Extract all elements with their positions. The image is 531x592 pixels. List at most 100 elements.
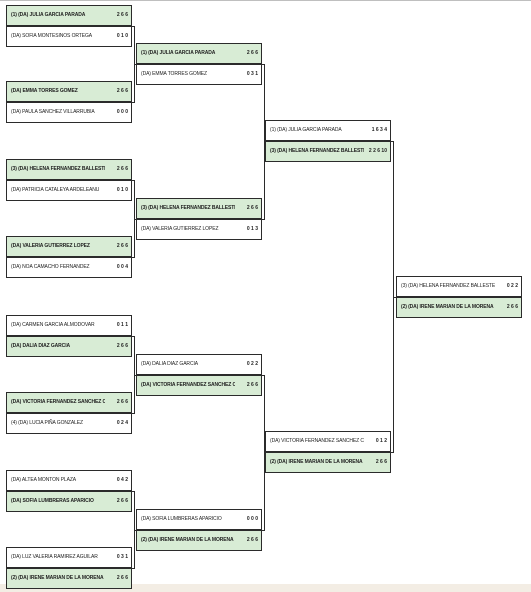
player-score: 0 1 1 — [116, 322, 128, 328]
player-name: (DA) SOFIA LUMBRERAS APARICIO — [141, 516, 222, 522]
player-slot[interactable]: (DA) PATRICIA CATALEYA ARDELEANU 0 1 0 — [6, 180, 132, 201]
player-name: (DA) LUZ VALERIA RAMIREZ AGUILAR — [11, 554, 98, 560]
player-name: (DA) VICTORIA FERNANDEZ SANCHEZ C... — [11, 399, 105, 405]
player-slot[interactable]: (DA) ALTEA MONTON PLAZA 0 4 2 — [6, 470, 132, 491]
player-name: (1) (DA) JULIA GARCIA PARADA — [141, 50, 216, 56]
bracket-connector — [393, 297, 396, 298]
player-score: 2 6 6 — [116, 343, 128, 349]
player-name: (DA) VALERIA GUTIERREZ LOPEZ — [11, 243, 90, 249]
player-score: 1 6 3 4 — [371, 127, 387, 133]
player-name: (2) (DA) IRENE MARIAN DE LA MORENA — [11, 575, 104, 581]
bracket-connector — [264, 452, 265, 453]
bracket-connector — [132, 413, 135, 414]
player-slot[interactable]: (1) (DA) JULIA GARCIA PARADA 1 6 3 4 — [265, 120, 391, 141]
bracket-connector — [262, 64, 265, 65]
player-score: 0 4 2 — [116, 477, 128, 483]
footer-band — [0, 584, 531, 592]
player-score: 0 1 0 — [116, 33, 128, 39]
player-score: 2 6 6 — [246, 537, 258, 543]
player-name: (DA) ALTEA MONTON PLAZA — [11, 477, 77, 483]
player-score: 0 1 2 — [375, 438, 387, 444]
player-slot[interactable]: (1) (DA) JULIA GARCIA PARADA 2 6 6 — [136, 43, 262, 64]
player-name: (DA) DALIA DIAZ GARCIA — [11, 343, 70, 349]
player-score: 0 3 1 — [246, 71, 258, 77]
bracket-connector — [132, 336, 135, 337]
player-name: (1) (DA) JULIA GARCIA PARADA — [270, 127, 342, 133]
player-name: (4) (DA) LUCIA PIÑA GONZALEZ — [11, 420, 83, 426]
player-score: 0 0 0 — [116, 109, 128, 115]
player-score: 2 6 6 — [116, 243, 128, 249]
player-score: 2 6 6 — [116, 166, 128, 172]
player-name: (DA) VALERIA GUTIERREZ LOPEZ — [141, 226, 219, 232]
player-name: (DA) CARMEN GARCIA ALMODOVAR — [11, 322, 95, 328]
player-score: 2 6 6 — [116, 575, 128, 581]
bracket-connector — [134, 530, 136, 531]
player-name: (2) (DA) IRENE MARIAN DE LA MORENA — [141, 537, 234, 543]
bracket-connector — [134, 64, 136, 65]
player-slot[interactable]: (DA) VICTORIA FERNANDEZ SANCHEZ CA... 0 1… — [265, 431, 391, 452]
player-score: 0 2 2 — [246, 361, 258, 367]
player-score: 0 0 4 — [116, 264, 128, 270]
player-slot[interactable]: (DA) EMMA TORRES GOMEZ 2 6 6 — [6, 81, 132, 102]
player-slot[interactable]: (DA) CARMEN GARCIA ALMODOVAR 0 1 1 — [6, 315, 132, 336]
player-slot[interactable]: (DA) PAULA SANCHEZ VILLARRUBIA 0 0 0 — [6, 102, 132, 123]
player-name: (DA) NOA CAMACHO FERNANDEZ — [11, 264, 90, 270]
bracket-connector — [132, 102, 135, 103]
bracket-connector — [132, 26, 135, 27]
player-score: 2 6 6 — [116, 399, 128, 405]
player-slot[interactable]: (DA) NOA CAMACHO FERNANDEZ 0 0 4 — [6, 257, 132, 278]
player-name: (DA) SOFIA MONTESINOS ORTEGA — [11, 33, 93, 39]
player-slot[interactable]: (DA) VALERIA GUTIERREZ LOPEZ 2 6 6 — [6, 236, 132, 257]
player-name: (DA) DALIA DIAZ GARCIA — [141, 361, 198, 367]
top-divider — [0, 0, 531, 1]
player-slot[interactable]: (3) (DA) HELENA FERNANDEZ BALLESTE... 2 6… — [6, 159, 132, 180]
bracket-connector — [262, 375, 265, 376]
player-slot[interactable]: (DA) VICTORIA FERNANDEZ SANCHEZ C... 2 6 … — [136, 375, 262, 396]
player-slot[interactable]: (DA) SOFIA MONTESINOS ORTEGA 0 1 0 — [6, 26, 132, 47]
player-name: (2) (DA) IRENE MARIAN DE LA MORENA — [270, 459, 363, 465]
player-score: 0 1 0 — [116, 187, 128, 193]
player-name: (DA) PATRICIA CATALEYA ARDELEANU — [11, 187, 100, 193]
player-slot[interactable]: (DA) DALIA DIAZ GARCIA 0 2 2 — [136, 354, 262, 375]
player-slot[interactable]: (DA) SOFIA LUMBRERAS APARICIO 2 6 6 — [6, 491, 132, 512]
player-name: (DA) SOFIA LUMBRERAS APARICIO — [11, 498, 94, 504]
player-name: (DA) EMMA TORRES GOMEZ — [11, 88, 78, 94]
player-slot[interactable]: (DA) VICTORIA FERNANDEZ SANCHEZ C... 2 6 … — [6, 392, 132, 413]
bracket-connector — [132, 491, 135, 492]
bracket-connector — [264, 64, 265, 220]
player-slot[interactable]: (3) (DA) HELENA FERNANDEZ BALLESTE...2 6… — [136, 198, 262, 219]
bracket-connector — [264, 375, 265, 531]
player-name: (DA) EMMA TORRES GOMEZ — [141, 71, 207, 77]
player-name: (1) (DA) JULIA GARCIA PARADA — [11, 12, 86, 18]
player-score: 0 2 2 — [506, 283, 518, 289]
bracket-connector — [262, 530, 265, 531]
player-score: 2 6 6 — [116, 88, 128, 94]
player-slot[interactable]: (DA) DALIA DIAZ GARCIA 2 6 6 — [6, 336, 132, 357]
player-name: (3) (DA) HELENA FERNANDEZ BALLESTE... — [11, 166, 105, 172]
bracket-connector — [132, 257, 135, 258]
player-slot[interactable]: (2) (DA) IRENE MARIAN DE LA MORENA 2 6 6 — [136, 530, 262, 551]
player-score: 2 6 6 — [246, 50, 258, 56]
player-slot[interactable]: (DA) VALERIA GUTIERREZ LOPEZ 0 1 3 — [136, 219, 262, 240]
bracket-connector — [262, 219, 265, 220]
bracket-connector — [391, 452, 394, 453]
player-score: 2 6 6 — [375, 459, 387, 465]
player-name: (DA) PAULA SANCHEZ VILLARRUBIA — [11, 109, 95, 115]
player-name: (DA) VICTORIA FERNANDEZ SANCHEZ C... — [141, 382, 235, 388]
player-slot[interactable]: (3) (DA) HELENA FERNANDEZ BALLESTE...2 2… — [265, 141, 391, 162]
player-score: 0 1 3 — [246, 226, 258, 232]
player-name: (3) (DA) HELENA FERNANDEZ BALLESTE... — [270, 148, 364, 154]
player-slot[interactable]: (DA) EMMA TORRES GOMEZ 0 3 1 — [136, 64, 262, 85]
player-score: 2 6 6 — [116, 498, 128, 504]
player-slot[interactable]: (3) (DA) HELENA FERNANDEZ BALLESTE...0 2… — [396, 276, 522, 297]
player-slot[interactable]: (2) (DA) IRENE MARIAN DE LA MORENA 2 6 6 — [6, 568, 132, 589]
player-score: 2 6 6 — [246, 382, 258, 388]
bracket-connector — [264, 141, 265, 142]
player-name: (DA) VICTORIA FERNANDEZ SANCHEZ CA... — [270, 438, 364, 444]
player-slot[interactable]: (2) (DA) IRENE MARIAN DE LA MORENA 2 6 6 — [265, 452, 391, 473]
